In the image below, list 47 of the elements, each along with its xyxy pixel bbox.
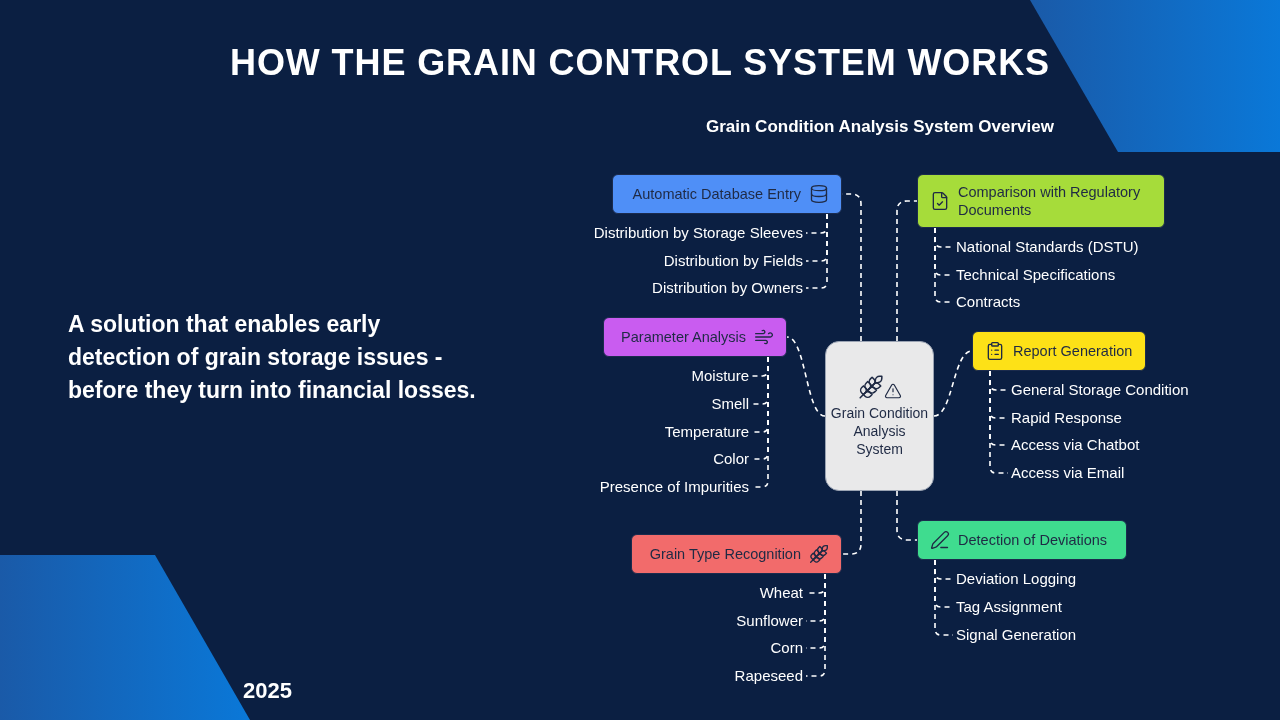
branch-label: Rapid Response xyxy=(1008,408,1125,428)
branch-label: Access via Email xyxy=(1008,463,1128,483)
dashed-connector xyxy=(805,573,826,677)
box-label: Grain Condition Analysis System xyxy=(829,404,930,458)
central-box xyxy=(825,341,934,491)
branch-label: National Standards (DSTU) xyxy=(953,237,1142,257)
branch-label: Moisture xyxy=(688,366,752,386)
year-label: 2025 xyxy=(243,677,292,705)
branch-label: Temperature xyxy=(661,422,752,442)
branch-label: Color xyxy=(710,449,752,469)
branch-label: Distribution by Fields xyxy=(660,251,806,271)
branch-label: Sunflower xyxy=(733,611,806,631)
dashed-connector xyxy=(896,200,918,342)
branch-label: Distribution by Owners xyxy=(649,278,806,298)
category-box xyxy=(917,520,1127,560)
branch-label: Presence of Impurities xyxy=(596,477,752,497)
branch-label: Smell xyxy=(708,394,752,414)
dashed-connector xyxy=(805,213,828,289)
branch-label: Rapeseed xyxy=(731,666,806,686)
branch-label: Technical Specifications xyxy=(953,265,1119,285)
branch-label: Signal Generation xyxy=(953,625,1080,645)
box-label: Report Generation xyxy=(1013,342,1133,360)
dashed-connector xyxy=(786,336,826,417)
branch-label: Wheat xyxy=(756,583,806,603)
title: HOW THE GRAIN CONTROL SYSTEM WORKS xyxy=(229,41,1051,85)
branch-label: Distribution by Storage Sleeves xyxy=(590,223,806,243)
branch-label: Tag Assignment xyxy=(953,597,1065,617)
dashed-connector xyxy=(841,490,862,555)
box-label: Grain Type Recognition xyxy=(649,545,801,563)
category-box xyxy=(972,331,1146,371)
category-box xyxy=(612,174,842,214)
branch-label: General Storage Condition xyxy=(1008,380,1192,400)
dashed-connector xyxy=(933,350,973,417)
branch-label: Corn xyxy=(767,638,806,658)
dashed-connector xyxy=(896,490,918,541)
category-box xyxy=(917,174,1165,228)
category-box xyxy=(603,317,787,357)
box-label: Parameter Analysis xyxy=(621,328,746,346)
box-label: Detection of Deviations xyxy=(958,531,1108,549)
diagram-subtitle: Grain Condition Analysis System Overview xyxy=(706,116,1054,138)
description-text: A solution that enables early detection of grain storage issues - before they turn into financial losses. xyxy=(68,310,477,405)
branch-label: Access via Chatbot xyxy=(1008,435,1143,455)
branch-label: Contracts xyxy=(953,292,1024,312)
category-box xyxy=(631,534,842,574)
branch-label: Deviation Logging xyxy=(953,569,1080,589)
box-label: Comparison with Regulatory Documents xyxy=(958,183,1142,219)
box-label: Automatic Database Entry xyxy=(632,185,801,203)
